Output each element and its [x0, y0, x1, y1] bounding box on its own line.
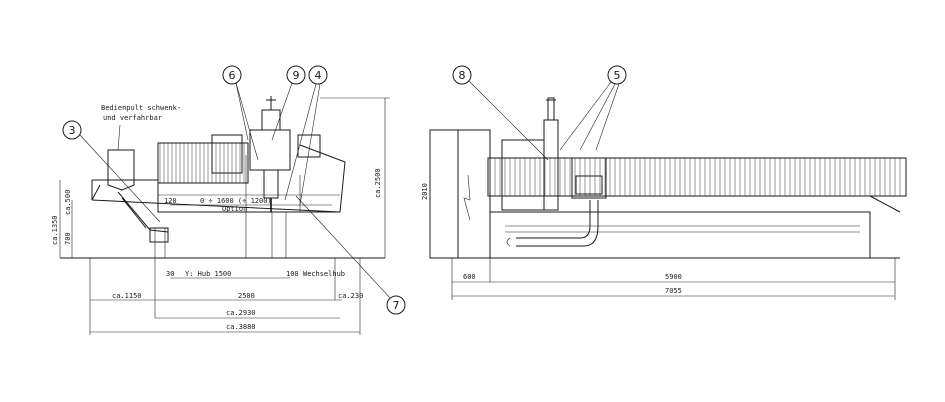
left-elevation-view: 0 ÷ 1600 (÷ 1200) Option 120 Bedienpult … — [51, 65, 406, 335]
callout-9: 9 — [271, 65, 306, 141]
dim-2500: 2500 — [238, 292, 255, 300]
dim-120: 120 — [164, 197, 177, 205]
dim-height-500: ca.500 — [64, 190, 72, 215]
dim-height-700: 700 — [64, 232, 72, 245]
callout-7: 7 — [295, 195, 406, 315]
dim-230: ca.230 — [338, 292, 363, 300]
dim-7055: 7055 — [665, 287, 682, 295]
dim-y-travel: Y: Hub 1500 — [185, 270, 231, 278]
svg-text:6: 6 — [229, 69, 236, 82]
dim-30: 30 — [166, 270, 174, 278]
svg-text:5: 5 — [614, 69, 621, 82]
note-pendant-line1: Bedienpult schwenk- — [101, 104, 181, 112]
dim-height-2010: 2010 — [421, 183, 429, 200]
right-elevation-view: 2010 600 5900 7055 8 5 — [421, 65, 907, 300]
note-pendant-line2: und verfahrbar — [103, 114, 162, 122]
dim-5900: 5900 — [665, 273, 682, 281]
dim-3880: ca.3880 — [226, 323, 256, 331]
callout-3: 3 — [62, 120, 161, 223]
dim-100-wechselhub: 100 Wechselhub — [286, 270, 345, 278]
dim-2930: ca.2930 — [226, 309, 256, 317]
callout-8: 8 — [452, 65, 549, 161]
right-bellows-cover — [489, 158, 901, 196]
dim-z-travel: 0 ÷ 1600 (÷ 1200) — [200, 197, 272, 205]
svg-text:8: 8 — [459, 69, 466, 82]
svg-text:9: 9 — [293, 69, 300, 82]
callout-6: 6 — [222, 65, 259, 161]
svg-text:3: 3 — [69, 124, 76, 137]
svg-text:4: 4 — [315, 69, 322, 82]
dim-600: 600 — [463, 273, 476, 281]
dim-1150: ca.1150 — [112, 292, 142, 300]
dim-height-2500: ca.2500 — [374, 168, 382, 198]
callout-5: 5 — [559, 65, 627, 151]
left-bellows-cover — [159, 143, 245, 183]
dim-option-label: Option — [222, 205, 247, 213]
dim-height-1350: ca.1350 — [51, 215, 59, 245]
callout-4: 4 — [284, 65, 328, 206]
svg-text:7: 7 — [393, 299, 400, 312]
